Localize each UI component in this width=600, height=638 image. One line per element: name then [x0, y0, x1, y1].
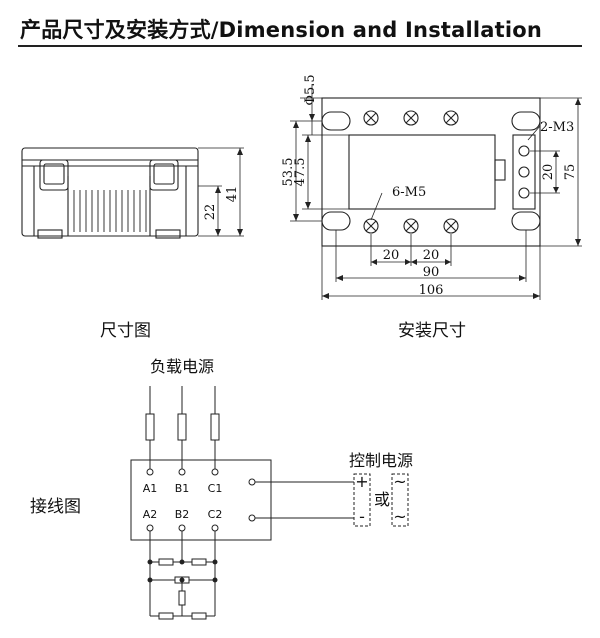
install-top-screws [363, 110, 459, 126]
page-title: 产品尺寸及安装方式/Dimension and Installation [20, 18, 543, 42]
terminal-pitch-1-label: 20 [383, 248, 400, 263]
or-label: 或 [374, 490, 390, 509]
ac-bottom-label: ~ [393, 507, 406, 526]
install-view-drawing [290, 84, 582, 300]
side-view-drawing [21, 147, 244, 239]
title-underline [18, 45, 582, 47]
hole-diameter-label: Φ5.5 [303, 74, 318, 105]
height-holes-label: 53.5 [281, 158, 296, 187]
dc-plus-label: + [355, 472, 368, 491]
wiring-caption: 接线图 [30, 497, 81, 517]
terminal-c1-label: C1 [208, 482, 223, 495]
load-power-label: 负载电源 [150, 357, 214, 376]
terminal-b1-label: B1 [175, 482, 190, 495]
ctrl-spacing-label: 20 [541, 164, 556, 181]
ac-top-label: ~ [393, 472, 406, 491]
terminal-a1-label: A1 [143, 482, 158, 495]
side-height-body-label: 22 [203, 204, 218, 221]
side-view-caption: 尺寸图 [100, 321, 151, 341]
height-total-label: 75 [563, 164, 578, 181]
height-inner-label: 47.5 [293, 158, 308, 187]
terminal-pitch-2-label: 20 [423, 248, 440, 263]
load-screws-label: 6-M5 [392, 185, 426, 200]
terminal-c2-label: C2 [208, 508, 223, 521]
control-screws-label: 2-M3 [540, 120, 574, 135]
terminal-b2-label: B2 [175, 508, 190, 521]
total-width-label: 106 [419, 283, 444, 298]
install-caption: 安装尺寸 [398, 321, 466, 341]
mount-width-label: 90 [423, 265, 440, 280]
install-bottom-screws [363, 218, 459, 234]
wiring-diagram [130, 386, 409, 620]
side-height-total-label: 41 [225, 186, 240, 203]
dc-minus-label: - [359, 507, 365, 526]
control-power-label: 控制电源 [349, 451, 413, 470]
terminal-a2-label: A2 [143, 508, 158, 521]
